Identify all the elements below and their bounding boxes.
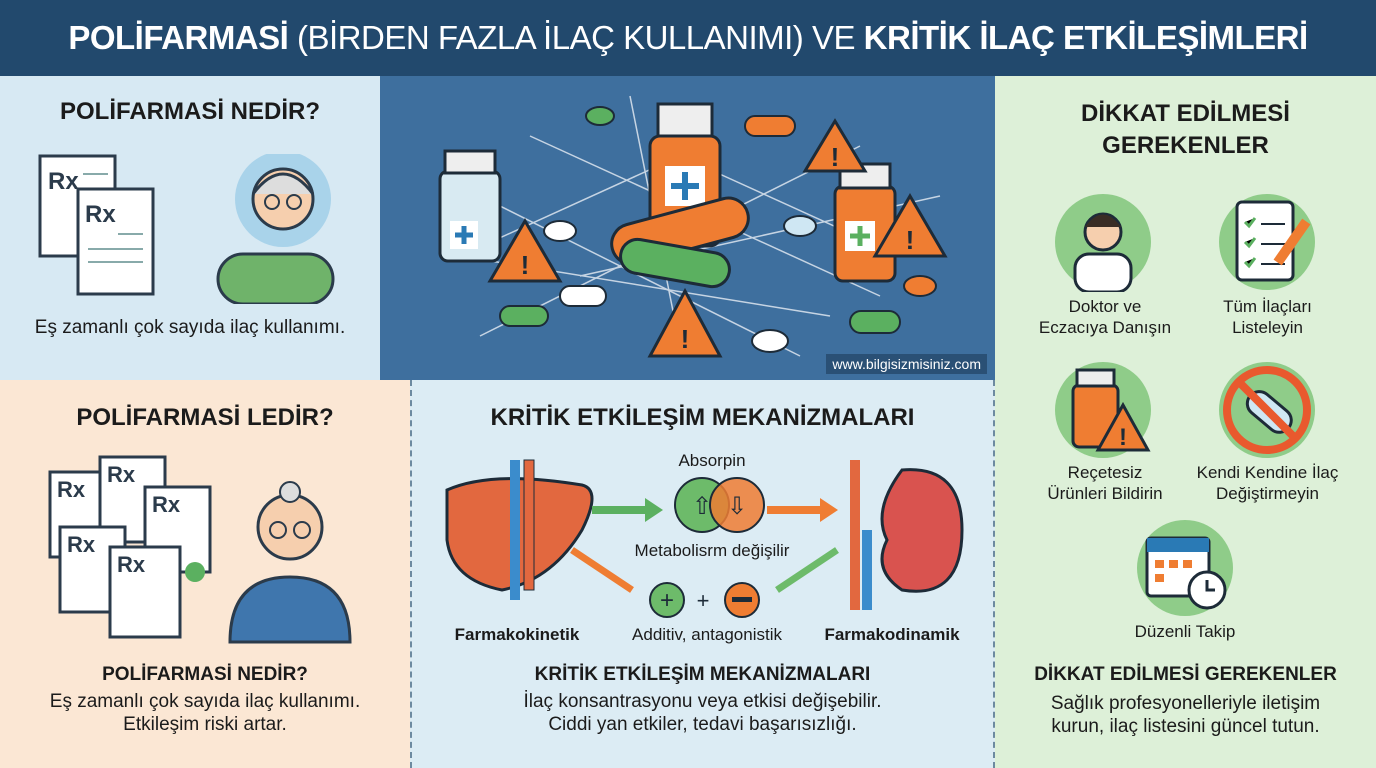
calendar-clock-icon xyxy=(1137,520,1233,616)
what-is-polypharmacy-panel: POLİFARMASİ NEDİR? Rx Rx Eş zamanlı çok … xyxy=(0,76,380,380)
svg-text:!: ! xyxy=(1119,424,1127,451)
section-heading: POLİFARMASİ LEDİR? xyxy=(76,404,334,431)
mechanism-diagram: ⇧⇩ + + xyxy=(445,459,964,618)
svg-text:!: ! xyxy=(906,225,915,255)
svg-text:⇩: ⇩ xyxy=(727,493,747,520)
summary-text: Eş zamanlı çok sayıda ilaç kullanımı.Etk… xyxy=(49,691,361,735)
section-heading: KRİTİK ETKİLEŞİM MEKANİZMALARI xyxy=(490,404,915,431)
kidney-icon xyxy=(850,460,964,610)
summary-heading: POLİFARMASİ NEDİR? xyxy=(102,664,308,685)
additive-label: Additiv, antagonistik xyxy=(632,625,782,644)
pill-network-illustration: !!!! www.bilgisizmisiniz.com xyxy=(380,76,995,380)
svg-text:!: ! xyxy=(681,324,690,354)
summary-heading: DİKKAT EDİLMESİ GEREKENLER xyxy=(1034,664,1337,685)
title-part: POLİFARMASİ xyxy=(68,19,289,56)
clipboard-icon xyxy=(1219,194,1315,290)
warning-icon xyxy=(487,118,948,358)
title-part: (BİRDEN FAZLA İLAÇ KULLANIMI) VE xyxy=(297,19,856,56)
rx-icon: Rx xyxy=(48,168,79,195)
pharmacodynamics-label: Farmakodinamik xyxy=(824,625,960,644)
no-pill-icon xyxy=(1219,362,1315,458)
svg-text:Rx: Rx xyxy=(117,552,146,577)
summary-heading: KRİTİK ETKİLEŞİM MEKANİZMALARI xyxy=(534,664,871,685)
svg-text:Rx: Rx xyxy=(107,462,136,487)
medication-network-graphic: !!!! xyxy=(438,95,948,358)
svg-text:Rx: Rx xyxy=(152,492,181,517)
liver-icon xyxy=(445,459,594,600)
svg-text:⇧: ⇧ xyxy=(692,493,712,520)
page-title: POLİFARMASİ (BİRDEN FAZLA İLAÇ KULLANIMI… xyxy=(0,0,1376,76)
pharmacokinetics-label: Farmakokinetik xyxy=(454,625,580,644)
rx-icon: Rx xyxy=(85,201,116,228)
section-heading: POLİFARMASİ NEDİR? xyxy=(59,98,320,125)
bottle-icon xyxy=(833,162,897,283)
svg-text:+: + xyxy=(660,587,674,614)
prescriptions-elder-illustration: Rx Rx xyxy=(38,154,335,304)
caption: Eş zamanlı çok sayıda ilaç kullanımı. xyxy=(34,317,346,338)
tip-label: Düzenli Takip xyxy=(1134,622,1236,641)
svg-text:!: ! xyxy=(831,142,840,172)
absorption-label: Absorpin xyxy=(678,451,746,470)
svg-text:Rx: Rx xyxy=(67,532,96,557)
watermark: www.bilgisizmisiniz.com xyxy=(826,354,987,374)
summary-text: İlaç konsantrasyonu veya etkisi değişebi… xyxy=(523,691,882,735)
svg-text:Rx: Rx xyxy=(57,477,86,502)
doctor-icon xyxy=(1055,194,1151,292)
bottle-icon xyxy=(438,149,502,263)
pill-icon xyxy=(610,196,750,289)
svg-text:+: + xyxy=(697,588,710,613)
warning-bottle-icon: ! xyxy=(1055,362,1151,458)
title-part: KRİTİK İLAÇ ETKİLEŞİMLERİ xyxy=(863,19,1309,56)
metabolism-label: Metabolisrm değişilir xyxy=(634,541,790,560)
absorption-icon: ⇧⇩ xyxy=(674,477,765,533)
interaction-mechanisms-panel: KRİTİK ETKİLEŞİM MEKANİZMALARI ⇧⇩ + + Ab… xyxy=(410,380,995,768)
svg-text:!: ! xyxy=(521,250,530,280)
